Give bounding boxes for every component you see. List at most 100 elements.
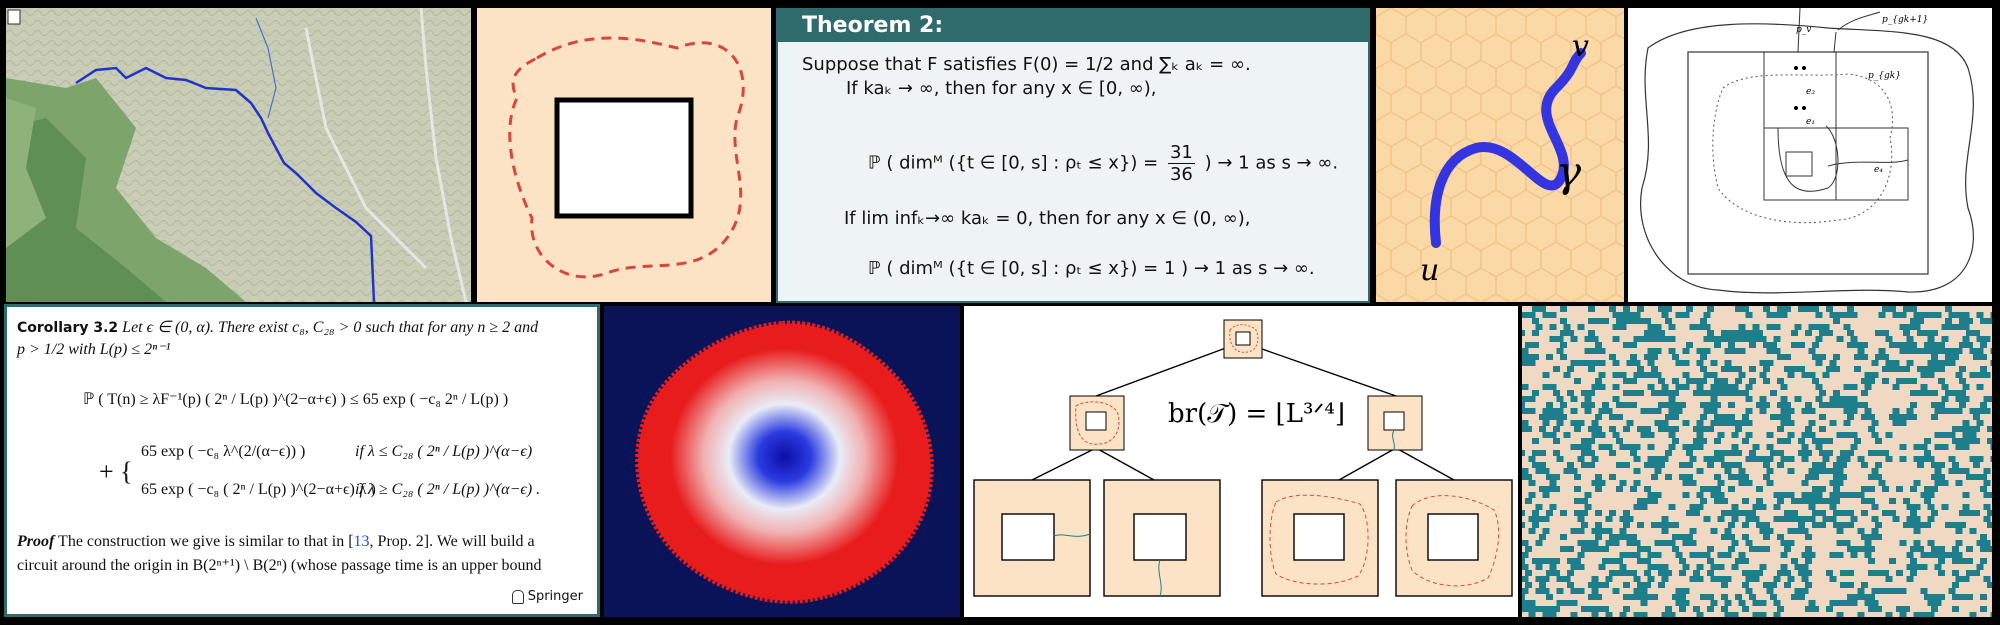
- tile-cell: [1896, 414, 1903, 420]
- tile-cell: [1563, 576, 1571, 582]
- tile-cell: [1700, 354, 1707, 360]
- tile-cell: [1763, 474, 1770, 480]
- tile-cell: [1672, 594, 1679, 600]
- tile-cell: [1644, 354, 1651, 360]
- tile-cell: [1966, 558, 1973, 564]
- tile-cell: [1595, 546, 1602, 552]
- annulus-sketch-graphic: p_v p_{gk+1} p_{gk} e₂ e₁ e₄: [1640, 8, 1975, 294]
- tile-cell: [1861, 594, 1868, 600]
- tile-cell: [1976, 312, 1984, 318]
- tree-leaf-3: [1261, 479, 1379, 597]
- tile-cell: [1728, 546, 1735, 552]
- tile-cell: [1962, 576, 1970, 582]
- tile-cell: [1913, 540, 1921, 546]
- tile-cell: [1815, 312, 1823, 318]
- tile-cell: [1584, 492, 1592, 498]
- tile-cell: [1658, 522, 1665, 528]
- tile-cell: [1980, 606, 1987, 612]
- tile-cell: [1609, 306, 1616, 312]
- tile-cell: [1742, 474, 1749, 480]
- tile-cell: [1738, 468, 1746, 474]
- tile-cell: [1938, 594, 1945, 600]
- tile-cell: [1528, 480, 1536, 486]
- tile-cell: [1812, 522, 1819, 528]
- tile-cell: [1808, 600, 1816, 606]
- tile-cell: [1836, 600, 1844, 606]
- tile-cell: [1847, 522, 1854, 528]
- tile-cell: [1759, 600, 1767, 606]
- tile-cell: [1833, 486, 1840, 492]
- tile-cell: [1623, 570, 1630, 576]
- tile-cell: [1637, 366, 1644, 372]
- tile-cell: [1665, 474, 1672, 480]
- tile-cell: [1710, 420, 1718, 426]
- tile-cell: [1885, 360, 1893, 366]
- tile-cell: [1742, 414, 1749, 420]
- tile-cell: [1710, 492, 1718, 498]
- tile-cell: [1598, 564, 1606, 570]
- tile-cell: [1864, 600, 1872, 606]
- tile-cell: [1805, 498, 1812, 504]
- tile-cell: [1577, 564, 1585, 570]
- tile-cell: [1595, 606, 1602, 612]
- tile-cell: [1581, 522, 1588, 528]
- tile-cell: [1836, 336, 1844, 342]
- tile-cell: [1980, 318, 1987, 324]
- tile-cell: [1665, 306, 1672, 312]
- tile-cell: [1623, 390, 1630, 396]
- tile-cell: [1665, 390, 1672, 396]
- tile-cell: [1819, 522, 1826, 528]
- tile-cell: [1535, 564, 1543, 570]
- tile-cell: [1710, 372, 1718, 378]
- tile-cell: [1710, 564, 1718, 570]
- tile-cell: [1871, 420, 1879, 426]
- tile-cell: [1983, 396, 1991, 402]
- tile-cell: [1987, 438, 1992, 444]
- tile-cell: [1630, 486, 1637, 492]
- dashed-loop-graphic: [508, 36, 745, 279]
- tile-cell: [1707, 390, 1714, 396]
- tile-cell: [1868, 534, 1875, 540]
- tile-cell: [1843, 420, 1851, 426]
- tile-cell: [1574, 498, 1581, 504]
- tile-cell: [1924, 390, 1931, 396]
- tile-cell: [1721, 330, 1728, 336]
- citation-link[interactable]: 13: [353, 533, 370, 550]
- tile-cell: [1843, 324, 1851, 330]
- tile-cell: [1773, 600, 1781, 606]
- tile-cell: [1584, 336, 1592, 342]
- tile-cell: [1801, 492, 1809, 498]
- tile-cell: [1693, 390, 1700, 396]
- tile-cell: [1689, 480, 1697, 486]
- tile-cell: [1721, 378, 1728, 384]
- tile-cell: [1686, 462, 1693, 468]
- tile-cell: [1938, 402, 1945, 408]
- tile-cell: [1864, 540, 1872, 546]
- tile-cell: [1556, 348, 1564, 354]
- tile-cell: [1850, 312, 1858, 318]
- tile-cell: [1875, 438, 1882, 444]
- tile-cell: [1707, 606, 1714, 612]
- tile-cell: [1661, 528, 1669, 534]
- tile-cell: [1721, 606, 1728, 612]
- tile-cell: [1868, 474, 1875, 480]
- tile-cell: [1857, 528, 1865, 534]
- tile-cell: [1724, 552, 1732, 558]
- tile-cell: [1549, 336, 1557, 342]
- tile-cell: [1990, 456, 1992, 462]
- tile-cell: [1630, 390, 1637, 396]
- tile-cell: [1724, 348, 1732, 354]
- tile-cell: [1522, 552, 1529, 558]
- tile-cell: [1637, 594, 1644, 600]
- theorem-line-3: If lim infₖ→∞ kaₖ = 0, then for any x ∈ …: [844, 208, 1251, 229]
- tile-cell: [1665, 426, 1672, 432]
- tile-cell: [1682, 420, 1690, 426]
- tile-cell: [1969, 432, 1977, 438]
- tile-cell: [1668, 336, 1676, 342]
- tile-cell: [1714, 390, 1721, 396]
- tile-cell: [1584, 360, 1592, 366]
- tile-cell: [1672, 402, 1679, 408]
- tile-cell: [1913, 516, 1921, 522]
- tile-cell: [1955, 576, 1963, 582]
- tile-cell: [1882, 510, 1889, 516]
